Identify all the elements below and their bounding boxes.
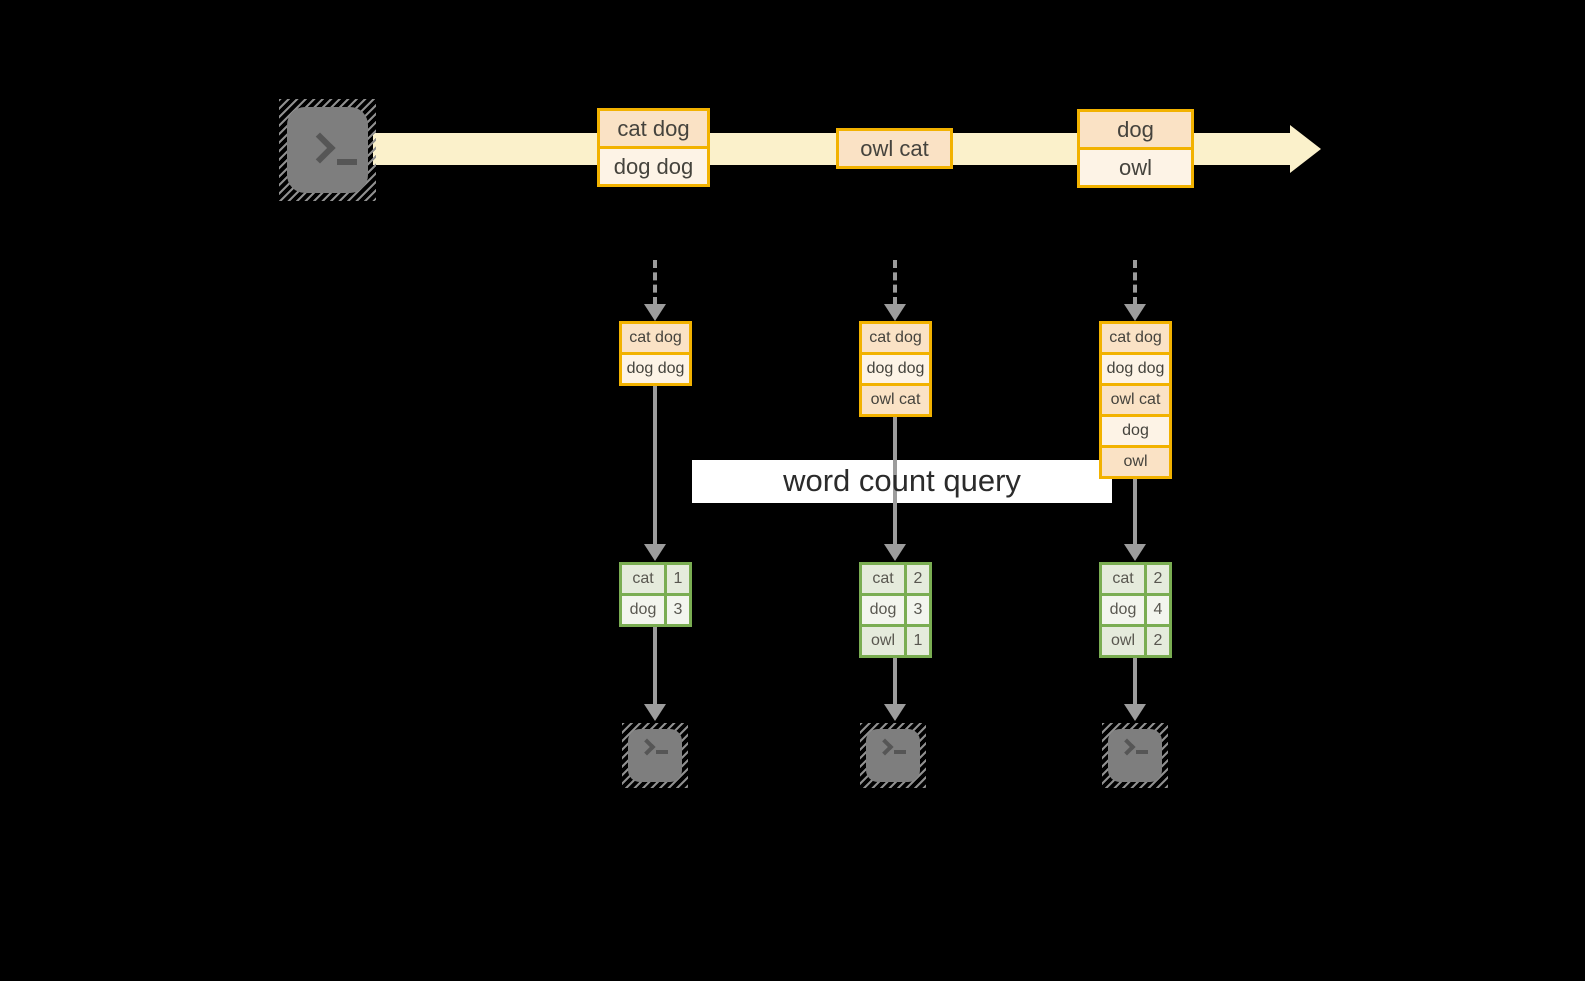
state-stack-2: cat dog dog dog owl cat bbox=[859, 321, 932, 417]
dashed-arrow-line-3 bbox=[1133, 260, 1137, 305]
state-stack-3: cat dog dog dog owl cat dog owl bbox=[1099, 321, 1172, 479]
terminal-body bbox=[287, 107, 368, 193]
count-word-cell: cat bbox=[862, 565, 904, 593]
arrow-head-counts-to-sink-3 bbox=[1124, 704, 1146, 721]
stream-event-batch-2: owl cat bbox=[836, 128, 953, 169]
arrow-head-state-to-counts-3 bbox=[1124, 544, 1146, 561]
count-value-cell: 2 bbox=[1147, 565, 1169, 593]
event-record: owl bbox=[1080, 150, 1191, 185]
terminal-body bbox=[628, 729, 682, 782]
state-record: dog dog bbox=[1102, 355, 1169, 383]
count-value-cell: 3 bbox=[667, 596, 689, 624]
count-table-2: cat 2 dog 3 owl 1 bbox=[859, 562, 932, 658]
dashed-arrow-head-1 bbox=[644, 304, 666, 321]
count-value-cell: 2 bbox=[1147, 627, 1169, 655]
arrow-line-counts-to-sink-2 bbox=[893, 658, 897, 705]
prompt-underscore-icon bbox=[656, 750, 668, 754]
stream-event-batch-1: cat dog dog dog bbox=[597, 108, 710, 187]
state-record: owl bbox=[1102, 448, 1169, 476]
state-record: cat dog bbox=[622, 324, 689, 352]
terminal-body bbox=[866, 729, 920, 782]
count-word-cell: owl bbox=[1102, 627, 1144, 655]
query-label-band bbox=[692, 460, 1112, 503]
stream-arrow-head bbox=[1290, 125, 1321, 173]
arrow-line-counts-to-sink-1 bbox=[653, 627, 657, 705]
count-word-cell: cat bbox=[1102, 565, 1144, 593]
state-record: dog bbox=[1102, 417, 1169, 445]
state-record: dog dog bbox=[622, 355, 689, 383]
dashed-arrow-head-3 bbox=[1124, 304, 1146, 321]
arrow-line-counts-to-sink-3 bbox=[1133, 658, 1137, 705]
event-record: dog dog bbox=[600, 149, 707, 184]
count-value-cell: 2 bbox=[907, 565, 929, 593]
prompt-underscore-icon bbox=[894, 750, 906, 754]
count-table-1: cat 1 dog 3 bbox=[619, 562, 692, 627]
count-value-cell: 1 bbox=[907, 627, 929, 655]
terminal-source-icon bbox=[279, 99, 376, 201]
prompt-chevron-icon bbox=[1118, 738, 1136, 756]
prompt-chevron-icon bbox=[876, 738, 894, 756]
dashed-arrow-line-2 bbox=[893, 260, 897, 305]
state-record: owl cat bbox=[1102, 386, 1169, 414]
count-word-cell: cat bbox=[622, 565, 664, 593]
terminal-body bbox=[1108, 729, 1162, 782]
count-value-cell: 3 bbox=[907, 596, 929, 624]
arrow-line-state-to-counts-1 bbox=[653, 386, 657, 545]
stream-event-batch-3: dog owl bbox=[1077, 109, 1194, 188]
state-stack-1: cat dog dog dog bbox=[619, 321, 692, 386]
arrow-head-counts-to-sink-2 bbox=[884, 704, 906, 721]
arrow-head-state-to-counts-1 bbox=[644, 544, 666, 561]
arrow-line-state-to-counts-2 bbox=[893, 417, 897, 545]
arrow-line-state-to-counts-3 bbox=[1133, 479, 1137, 545]
dashed-arrow-line-1 bbox=[653, 260, 657, 305]
prompt-chevron-icon bbox=[638, 738, 656, 756]
count-word-cell: dog bbox=[1102, 596, 1144, 624]
terminal-sink-icon-3 bbox=[1102, 723, 1168, 788]
count-word-cell: owl bbox=[862, 627, 904, 655]
prompt-chevron-icon bbox=[304, 132, 336, 164]
arrow-head-counts-to-sink-1 bbox=[644, 704, 666, 721]
arrow-head-state-to-counts-2 bbox=[884, 544, 906, 561]
count-table-3: cat 2 dog 4 owl 2 bbox=[1099, 562, 1172, 658]
count-value-cell: 4 bbox=[1147, 596, 1169, 624]
prompt-underscore-icon bbox=[337, 159, 357, 165]
count-word-cell: dog bbox=[862, 596, 904, 624]
event-record: cat dog bbox=[600, 111, 707, 146]
terminal-sink-icon-2 bbox=[860, 723, 926, 788]
event-record: dog bbox=[1080, 112, 1191, 147]
event-record: owl cat bbox=[839, 131, 950, 166]
prompt-underscore-icon bbox=[1136, 750, 1148, 754]
count-word-cell: dog bbox=[622, 596, 664, 624]
state-record: cat dog bbox=[862, 324, 929, 352]
state-record: cat dog bbox=[1102, 324, 1169, 352]
state-record: owl cat bbox=[862, 386, 929, 414]
terminal-sink-icon-1 bbox=[622, 723, 688, 788]
state-record: dog dog bbox=[862, 355, 929, 383]
dashed-arrow-head-2 bbox=[884, 304, 906, 321]
query-label: word count query bbox=[783, 463, 1021, 498]
count-value-cell: 1 bbox=[667, 565, 689, 593]
